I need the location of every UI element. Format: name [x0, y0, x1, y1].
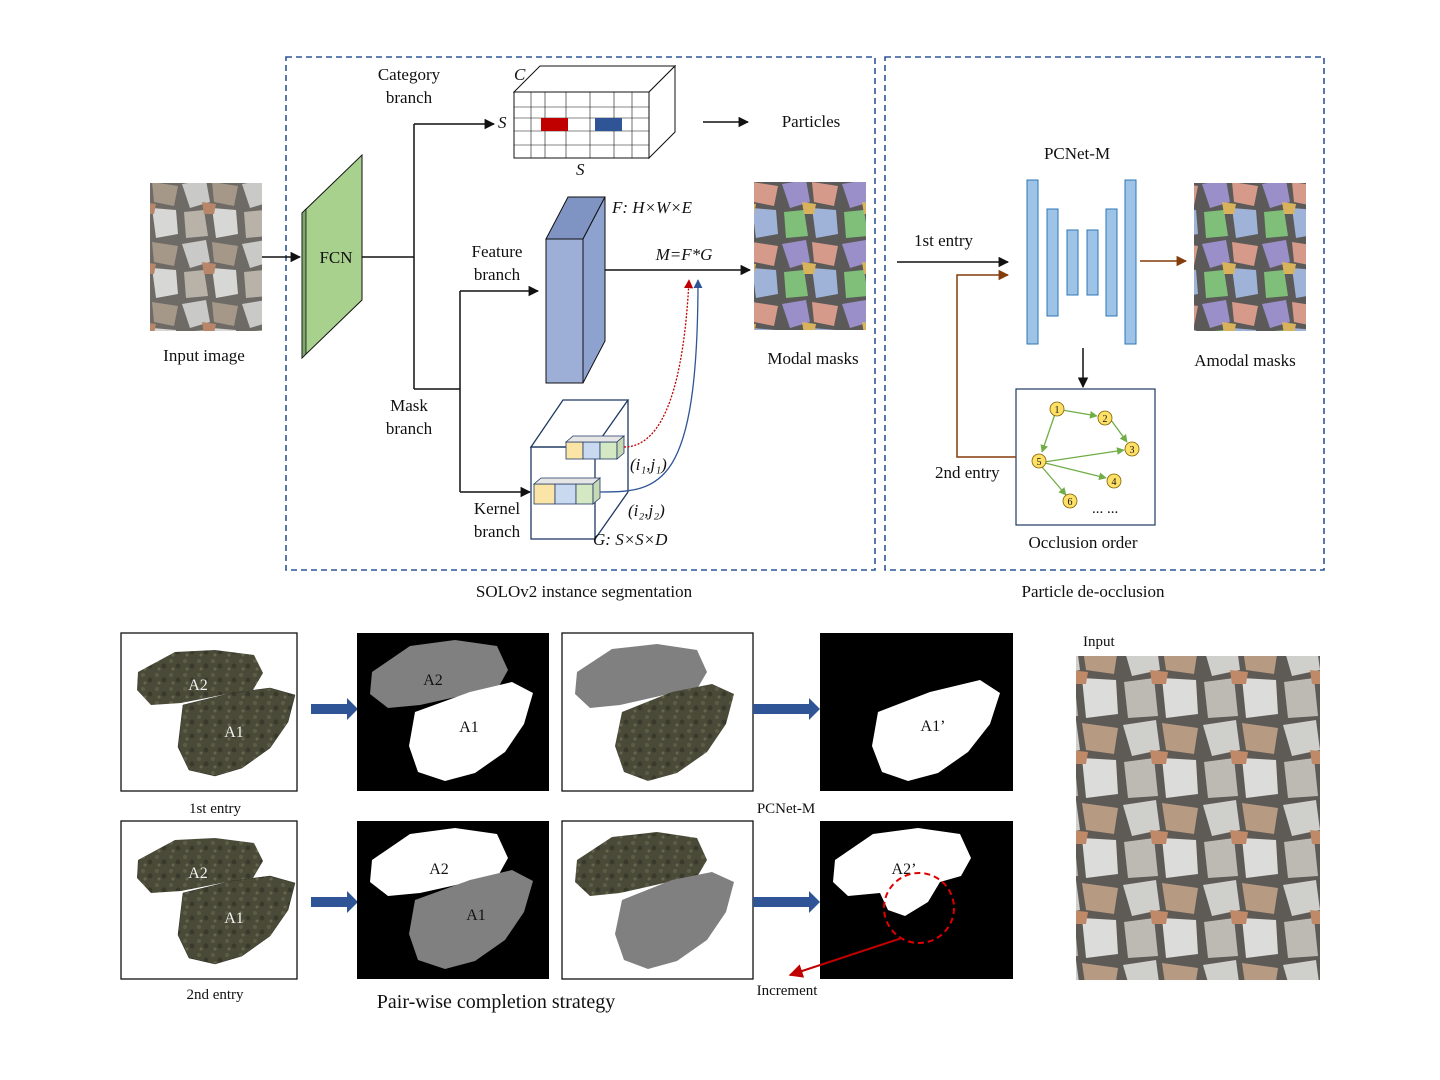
row1-a2-label: A2 [188, 677, 208, 694]
kernel-cube [529, 399, 630, 540]
right-input-image [1076, 656, 1320, 980]
strategy-caption: Pair-wise completion strategy [377, 991, 615, 1013]
category-branch-label-2: branch [386, 88, 433, 107]
solo-caption: SOLOv2 instance segmentation [476, 582, 693, 601]
ij1-label: (i₁,j₁) [630, 455, 667, 474]
F-dim-label: F: H×W×E [611, 198, 693, 217]
node-3-label: 3 [1130, 445, 1135, 456]
row1-arrow-2 [753, 698, 820, 720]
occlusion-ellipsis: ... ... [1092, 501, 1118, 517]
node-3 [1124, 441, 1140, 457]
row2-a2-prime-label: A2’ [892, 861, 917, 878]
row1-mask-a1 [409, 682, 533, 781]
node-4 [1106, 473, 1122, 489]
feature-branch-label-1: Feature [472, 242, 523, 261]
row2-mask-a1 [409, 870, 533, 969]
kernel-branch-label-2: branch [474, 522, 521, 541]
particles-label: Particles [782, 112, 841, 131]
kernel-cells-upper [564, 435, 626, 460]
category-red-cell [541, 118, 568, 131]
row1-arrow-1 [311, 698, 358, 720]
increment-arrow [788, 937, 903, 978]
increment-circle [883, 872, 955, 944]
G-dim-label: G: S×S×D [593, 530, 668, 549]
node-1-label: 1 [1055, 405, 1060, 416]
amodal-masks-label: Amodal masks [1194, 351, 1296, 370]
row1-mask-a2 [370, 640, 508, 708]
row2-pcnet-a1 [615, 872, 734, 969]
grid-S-bottom-label: S [576, 160, 585, 179]
fcn-label: FCN [319, 248, 352, 267]
grid-C-label: C [514, 65, 526, 84]
row1-pcnet-label: PCNet-M [757, 801, 815, 817]
node-5 [1031, 453, 1047, 469]
deocclusion-caption: Particle de-occlusion [1021, 582, 1165, 601]
row2-entry-label: 2nd entry [186, 987, 244, 1003]
increment-label: Increment [757, 983, 819, 999]
amodal-masks-image [1194, 183, 1306, 331]
occlusion-edges [1040, 409, 1128, 496]
row1-rock-a2 [137, 650, 263, 705]
node-2 [1097, 410, 1113, 426]
solo-dashed-box [285, 56, 876, 571]
pcnet-bars [1026, 179, 1137, 345]
right-input-label: Input [1083, 634, 1115, 650]
row2-rock-a1 [177, 875, 296, 965]
ij2-label: (i₂,j₂) [628, 501, 665, 520]
first-entry-label: 1st entry [914, 231, 974, 250]
node-1 [1049, 401, 1065, 417]
row1-a1-label: A1 [224, 724, 244, 741]
second-entry-arrow [956, 269, 1016, 458]
row2-mask-a2 [370, 828, 508, 896]
row1-pcnet-a1 [615, 684, 734, 781]
row2-a2-label: A2 [188, 865, 208, 882]
second-entry-label: 2nd entry [935, 463, 1000, 482]
node-2-label: 2 [1103, 414, 1108, 425]
node-6-label: 6 [1068, 497, 1073, 508]
row1-mask-a1-label: A1 [459, 719, 479, 736]
category-grid [512, 64, 677, 160]
modal-masks-label: Modal masks [767, 349, 858, 368]
feature-block [545, 196, 606, 384]
feature-branch-label-2: branch [474, 265, 521, 284]
grid-S-left-label: S [498, 113, 507, 132]
blue-kernel-arrow [599, 279, 703, 493]
category-blue-cell [595, 118, 622, 131]
row1-rock-a1 [177, 687, 296, 777]
row2-arrow-1 [311, 891, 358, 913]
row2-a1-label: A1 [224, 910, 244, 927]
input-image-label: Input image [163, 346, 245, 365]
row2-mask-a2-label: A2 [429, 861, 449, 878]
node-5-label: 5 [1037, 457, 1042, 468]
row1-entry-label: 1st entry [189, 801, 242, 817]
node-6 [1062, 493, 1078, 509]
node-4-label: 4 [1112, 477, 1117, 488]
input-image [150, 183, 262, 331]
kernel-cells-lower [532, 477, 602, 505]
mask-branch-label-2: branch [386, 419, 433, 438]
row1-a1-prime-label: A1’ [921, 718, 946, 735]
row1-result-a1prime [872, 680, 1000, 781]
category-branch-label-1: Category [378, 65, 441, 84]
deocclusion-dashed-box [884, 56, 1325, 571]
occlusion-order-label: Occlusion order [1028, 533, 1137, 552]
row2-arrow-2 [753, 891, 820, 913]
M-equation-label: M=F*G [655, 245, 713, 264]
pcnet-label-top: PCNet-M [1044, 144, 1110, 163]
mask-branch-label-1: Mask [390, 396, 428, 415]
row2-result-a2prime [833, 828, 971, 916]
red-kernel-arrow [623, 279, 694, 448]
modal-masks-image [754, 182, 866, 330]
row1-mask-a2-label: A2 [423, 672, 443, 689]
kernel-branch-label-1: Kernel [474, 499, 521, 518]
row2-mask-a1-label: A1 [466, 907, 486, 924]
occlusion-nodes [1031, 401, 1140, 509]
row2-rock-a2 [137, 838, 263, 893]
